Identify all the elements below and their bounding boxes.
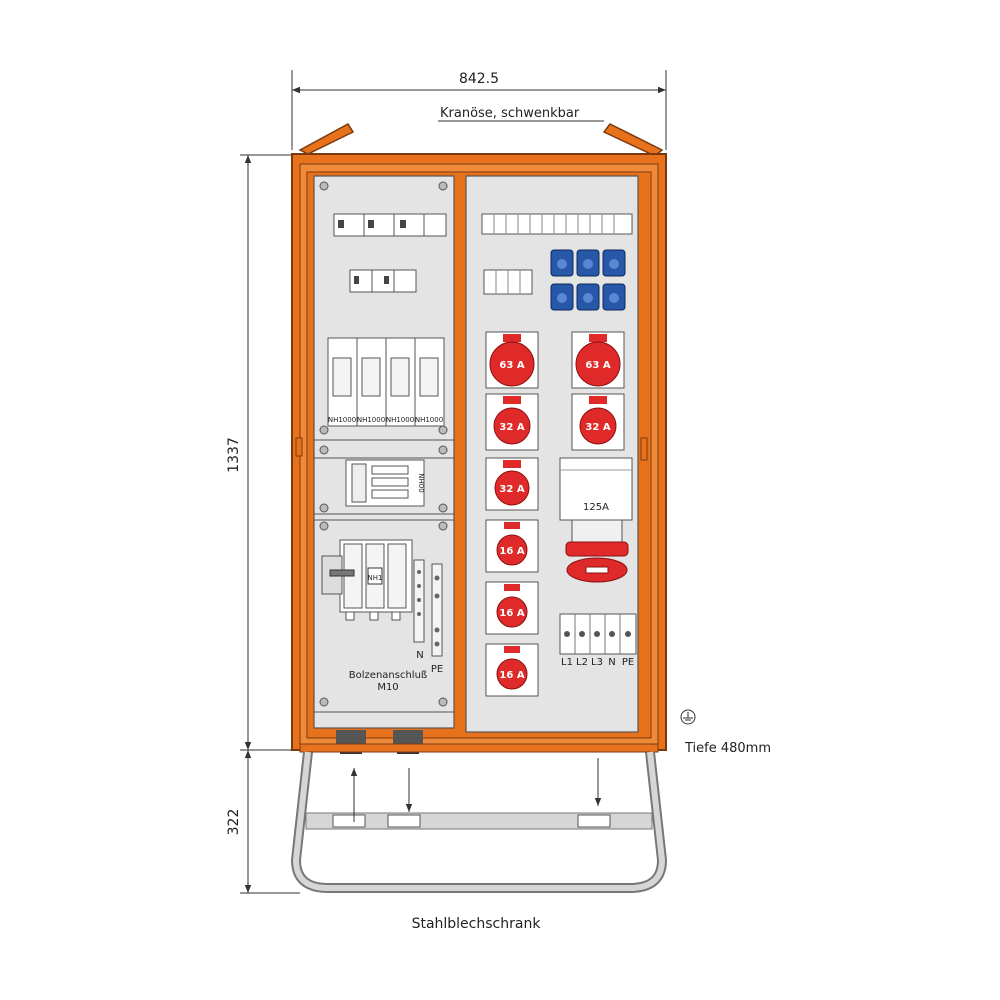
cee-socket-l2: 32 A xyxy=(485,393,539,451)
nh00-fuse-switch: NH00 xyxy=(345,459,425,507)
crane-eye-left xyxy=(298,123,355,155)
cee-socket-l6: 16 A xyxy=(485,643,539,697)
crane-eye-callout: Kranöse, schwenkbar xyxy=(438,106,604,122)
cee-socket-l4: 16 A xyxy=(485,519,539,573)
cee-socket-l3: 32 A xyxy=(485,457,539,511)
mcb-group-top xyxy=(333,213,447,237)
mcb-row-right xyxy=(481,213,633,235)
width-value: 842.5 xyxy=(459,71,499,87)
nh1-main-switch: NH1 xyxy=(321,539,413,621)
crane-eye-label: Kranöse, schwenkbar xyxy=(440,106,580,121)
terminal-n: N xyxy=(608,657,615,668)
nh1-label: NH1 xyxy=(368,574,383,582)
n-label: N xyxy=(416,650,423,661)
cee-label-l5: 16 A xyxy=(499,608,524,619)
cee-label-r1: 63 A xyxy=(585,360,610,371)
nh-fuse-label-4: NH1000 xyxy=(415,416,443,424)
height-cabinet-value: 1337 xyxy=(226,437,242,473)
bolt-connection-label: Bolzenanschluß xyxy=(349,670,427,681)
bolt-connection-size: M10 xyxy=(377,682,398,693)
nh-fuse-label-3: NH1000 xyxy=(386,416,414,424)
cee-socket-r1: 63 A xyxy=(571,331,625,389)
cee-label-l4: 16 A xyxy=(499,546,524,557)
nh00-label: NH00 xyxy=(417,473,425,492)
terminal-block: L1 L2 L3 N PE xyxy=(559,613,637,668)
mcb-row-right-2 xyxy=(483,269,533,295)
depth-label: Tiefe 480mm xyxy=(684,741,771,756)
cee-label-r2: 32 A xyxy=(585,422,610,433)
nh-fuse-label-1: NH1000 xyxy=(328,416,356,424)
nh-fuse-block: NH1000 NH1000 NH1000 NH1000 xyxy=(327,337,445,427)
cee-socket-125a: 125A xyxy=(559,457,633,583)
cee-label-l1: 63 A xyxy=(499,360,524,371)
dimension-width: 842.5 xyxy=(291,70,667,150)
terminal-l3: L3 xyxy=(591,657,603,668)
cee-label-l3: 32 A xyxy=(499,484,524,495)
cee-label-l2: 32 A xyxy=(499,422,524,433)
crane-eye-right xyxy=(602,123,664,157)
terminal-pe: PE xyxy=(622,657,634,668)
cee-label-l6: 16 A xyxy=(499,670,524,681)
dimension-height: 1337 322 xyxy=(226,154,300,894)
right-panel: 63 A 32 A 32 A 16 A 16 A xyxy=(465,175,639,733)
terminal-l1: L1 xyxy=(561,657,573,668)
height-base-value: 322 xyxy=(226,809,242,836)
terminal-l2: L2 xyxy=(576,657,588,668)
earth-icon xyxy=(680,709,696,725)
nh-fuse-label-2: NH1000 xyxy=(357,416,385,424)
cee-socket-r2: 32 A xyxy=(571,393,625,451)
cee125-label: 125A xyxy=(583,502,609,513)
cee-socket-l5: 16 A xyxy=(485,581,539,635)
n-pe-bars: N PE xyxy=(413,559,443,675)
mcb-group-second xyxy=(349,269,417,293)
left-panel: NH1000 NH1000 NH1000 NH1000 NH00 NH1 xyxy=(313,175,455,729)
pe-label: PE xyxy=(431,664,443,675)
cee-socket-l1: 63 A xyxy=(485,331,539,389)
caption: Stahlblechschrank xyxy=(412,916,542,932)
base-skid xyxy=(290,743,668,893)
schuko-sockets xyxy=(550,249,626,311)
